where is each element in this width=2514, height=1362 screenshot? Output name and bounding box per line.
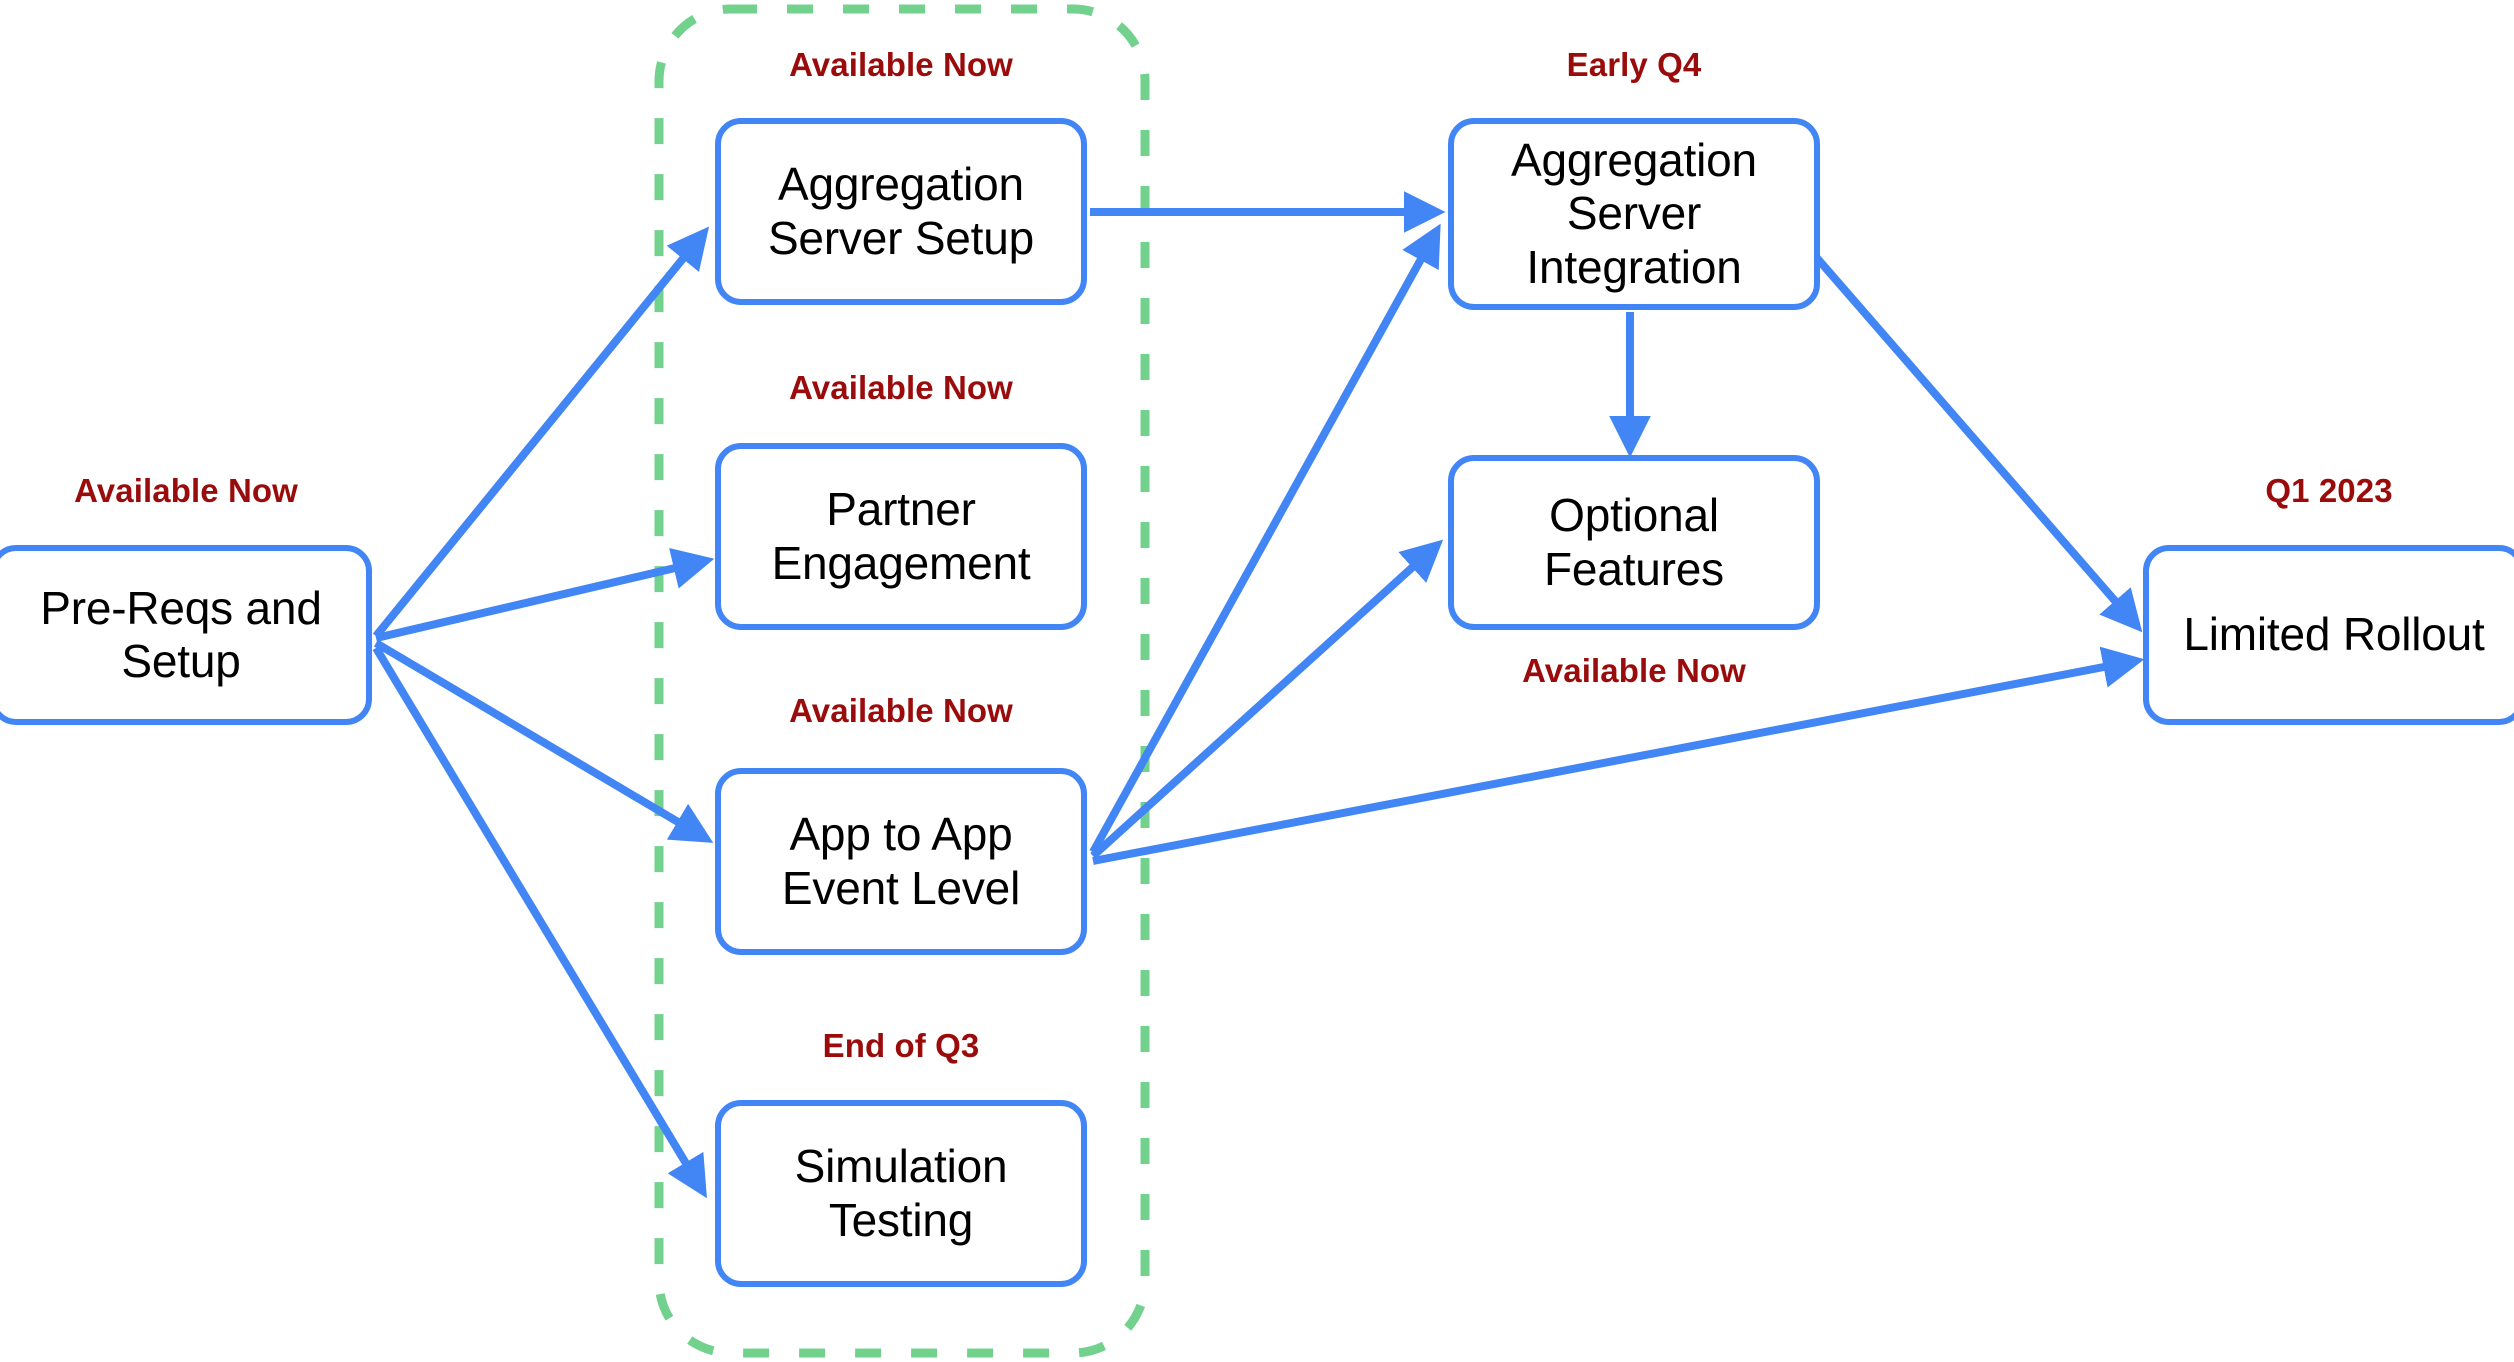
- tag-limited: Q1 2023: [2265, 472, 2393, 509]
- node-app-to-app[interactable]: App to App Event Level: [715, 768, 1087, 955]
- tag-partner: Available Now: [789, 369, 1013, 406]
- edge-app-to-app-to-limited: [1092, 646, 2145, 865]
- node-agg-setup[interactable]: Aggregation Server Setup: [715, 118, 1087, 305]
- node-simulation-label: Simulation Testing: [794, 1140, 1008, 1246]
- edge-agg-integ-to-limited: [1806, 247, 2143, 633]
- edge-prereqs-to-simulation: [372, 645, 707, 1199]
- node-app-to-app-label: App to App Event Level: [781, 808, 1021, 914]
- node-agg-setup-label: Aggregation Server Setup: [767, 158, 1035, 264]
- tag-app-to-app: Available Now: [789, 692, 1013, 729]
- tag-simulation: End of Q3: [822, 1027, 980, 1064]
- edge-app-to-app-to-agg-integ: [1089, 223, 1441, 854]
- node-optional[interactable]: Optional Features: [1448, 455, 1820, 630]
- node-agg-integ-label: Aggregation Server Integration: [1511, 133, 1757, 293]
- tag-optional: Available Now: [1522, 652, 1746, 689]
- node-prereqs-label: Pre-Reqs and Setup: [40, 581, 322, 687]
- node-partner[interactable]: Partner Engagement: [715, 443, 1087, 630]
- edge-app-to-app-to-optional: [1090, 539, 1444, 859]
- available-now-group-outline: [654, 4, 1150, 1358]
- tag-prereqs: Available Now: [74, 472, 298, 509]
- node-agg-integ[interactable]: Aggregation Server Integration: [1448, 118, 1820, 310]
- node-limited-label: Limited Rollout: [2183, 608, 2485, 661]
- edge-prereqs-to-app-to-app: [373, 639, 714, 843]
- tag-agg-setup: Available Now: [789, 46, 1013, 83]
- node-prereqs[interactable]: Pre-Reqs and Setup: [0, 545, 372, 725]
- tag-agg-integ: Early Q4: [1566, 46, 1702, 83]
- node-simulation[interactable]: Simulation Testing: [715, 1100, 1087, 1287]
- edge-prereqs-to-agg-setup: [372, 226, 710, 639]
- node-partner-label: Partner Engagement: [771, 483, 1031, 589]
- node-optional-label: Optional Features: [1544, 489, 1724, 595]
- node-limited[interactable]: Limited Rollout: [2143, 545, 2514, 725]
- edge-prereqs-to-partner: [375, 548, 715, 642]
